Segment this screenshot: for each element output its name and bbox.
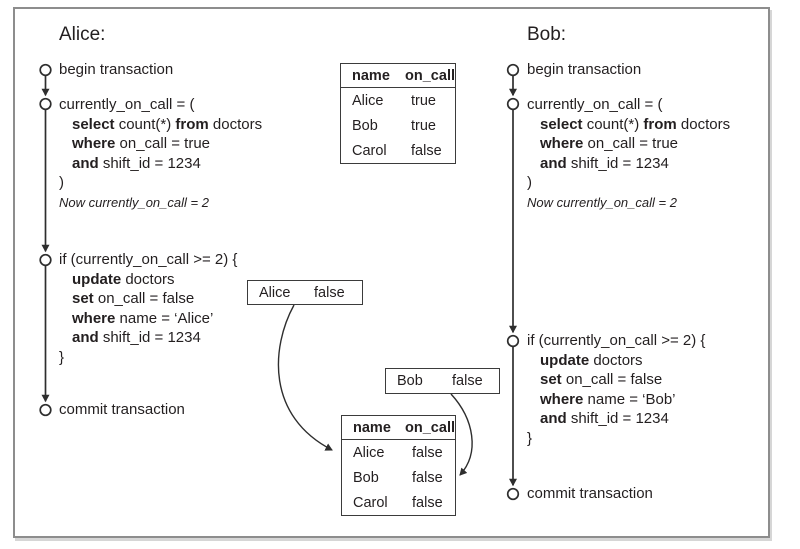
code-line: }	[527, 429, 533, 447]
bob-begin-transaction: begin transaction	[527, 61, 642, 78]
column-header: name	[352, 67, 390, 84]
table-cell: Alice	[353, 444, 385, 461]
code-line: update doctors	[72, 270, 175, 288]
code-line: }	[59, 348, 65, 366]
code-line: set on_call = false	[72, 290, 195, 308]
table-row: Carol false	[342, 490, 455, 515]
table-cell: false	[412, 469, 443, 486]
bob-title: Bob:	[527, 24, 567, 45]
table-cell: true	[411, 92, 436, 109]
code-line: Now currently_on_call = 2	[59, 194, 209, 210]
table-row: Alice true	[341, 88, 455, 113]
bob-read-block: currently_on_call = ( select count(*) fro…	[527, 95, 730, 213]
alice-update-row-box: Alice false	[247, 280, 363, 305]
code-line: if (currently_on_call >= 2) {	[527, 332, 706, 349]
code-line: where name = ‘Alice’	[72, 309, 214, 327]
code-line: where on_call = true	[72, 135, 211, 153]
table-header-row: name on_call	[342, 416, 455, 440]
table-cell: false	[411, 142, 442, 159]
table-cell: false	[412, 444, 443, 461]
code-line: where on_call = true	[540, 135, 679, 153]
bob-update-row-box: Bob false	[385, 368, 500, 394]
alice-write-block: if (currently_on_call >= 2) { update doct…	[59, 250, 237, 368]
column-header: name	[353, 419, 391, 436]
table-cell: false	[412, 494, 443, 511]
bob-write-block: if (currently_on_call >= 2) { update doct…	[527, 331, 705, 449]
code-line: where name = ‘Bob’	[540, 390, 676, 408]
table-cell: Alice	[352, 92, 384, 109]
update-row-value: false	[452, 373, 483, 389]
table-row: Bob false	[342, 465, 455, 490]
code-line: and shift_id = 1234	[540, 154, 669, 172]
code-line: currently_on_call = (	[59, 96, 195, 113]
column-header: on_call	[405, 67, 455, 84]
table-cell: Bob	[353, 469, 379, 486]
update-row-name: Alice	[259, 284, 291, 301]
table-cell: Carol	[353, 494, 388, 511]
code-line: )	[527, 174, 532, 192]
code-line: currently_on_call = (	[527, 96, 663, 113]
alice-title: Alice:	[59, 24, 106, 45]
table-row: Bob true	[341, 113, 455, 138]
code-line: select count(*) from doctors	[72, 115, 263, 133]
code-line: select count(*) from doctors	[540, 115, 731, 133]
table-row: Carol false	[341, 138, 455, 163]
update-row-value: false	[314, 284, 345, 301]
code-line: and shift_id = 1234	[540, 410, 669, 428]
column-header: on_call	[405, 419, 455, 436]
alice-commit-transaction: commit transaction	[59, 401, 185, 418]
alice-read-block: currently_on_call = ( select count(*) fro…	[59, 95, 262, 213]
table-cell: true	[411, 117, 436, 134]
code-line: Now currently_on_call = 2	[527, 194, 677, 210]
bob-commit-transaction: commit transaction	[527, 485, 653, 502]
update-row-name: Bob	[397, 373, 423, 389]
code-line: if (currently_on_call >= 2) {	[59, 251, 238, 268]
code-line: )	[59, 174, 64, 192]
table-cell: Bob	[352, 117, 378, 134]
alice-begin-transaction: begin transaction	[59, 61, 174, 78]
table-cell: Carol	[352, 142, 387, 159]
code-line: and shift_id = 1234	[72, 154, 201, 172]
code-line: and shift_id = 1234	[72, 329, 201, 347]
code-line: update doctors	[540, 351, 643, 369]
table-header-row: name on_call	[341, 64, 455, 88]
code-line: set on_call = false	[540, 371, 663, 389]
table-row: Alice false	[342, 440, 455, 465]
